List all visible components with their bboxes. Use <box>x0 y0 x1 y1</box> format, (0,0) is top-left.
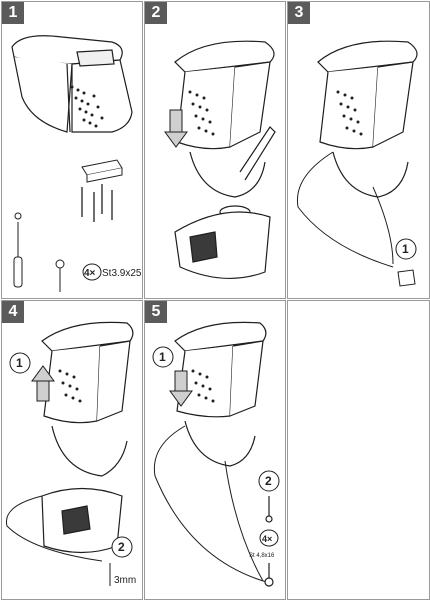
step-1-illustration: 4× St3.9x25 <box>11 35 142 292</box>
base-unit <box>41 487 123 554</box>
step-3-illustration: 1 <box>296 40 418 287</box>
down-arrow-icon <box>169 370 193 407</box>
step-5-substep-a: 1 <box>159 350 166 364</box>
pry-tool-icon <box>397 269 416 287</box>
step-3-badge: 3 <box>288 2 310 24</box>
step-4-substep-a: 1 <box>16 356 23 370</box>
armrest-assembly <box>174 321 267 467</box>
step-3-substep: 1 <box>402 242 409 256</box>
step-4-substep-b: 2 <box>118 540 125 554</box>
screws <box>81 184 113 222</box>
base-unit <box>174 126 276 279</box>
callout-lines <box>5 495 103 562</box>
quantity-badge <box>259 529 279 547</box>
step-5-illustration: 1 2 4× St 4,8x16 <box>152 321 280 587</box>
empty-panel <box>287 300 430 600</box>
quantity-badge <box>82 263 102 281</box>
up-arrow-icon <box>31 365 55 402</box>
perforated-cover <box>58 369 82 403</box>
step-5-panel: 5 1 2 <box>144 300 286 600</box>
step-5-screw-size: St 4,8x16 <box>249 553 275 559</box>
screwdriver-icon <box>13 212 23 288</box>
step-4-illustration: 1 2 3mm <box>5 321 136 586</box>
callout-lines <box>153 425 271 584</box>
step-1-quantity: 4× <box>84 268 96 279</box>
screw-icon <box>264 563 274 587</box>
perforated-cover <box>191 369 215 403</box>
step-5-badge: 5 <box>145 301 167 323</box>
step-4-panel: 4 1 <box>1 300 143 600</box>
step-1-panel: 1 <box>1 1 143 299</box>
step-4-drill-size: 3mm <box>114 575 136 586</box>
armrest-assembly <box>174 40 275 150</box>
substep-marker-b <box>111 536 133 558</box>
mounting-bracket <box>81 159 123 183</box>
step-3-panel: 3 1 <box>287 1 430 299</box>
substep-marker-b <box>258 470 280 492</box>
step-2-badge: 2 <box>145 2 167 24</box>
step-5-quantity: 4× <box>262 534 272 544</box>
armrest-assembly <box>41 321 134 477</box>
armrest-assembly <box>11 35 133 133</box>
step-1-screw-size: St3.9x25 <box>102 268 142 279</box>
step-1-badge: 1 <box>2 2 24 24</box>
perforated-cover <box>336 90 363 136</box>
callout-lines <box>296 151 394 268</box>
perforated-cover <box>188 90 215 136</box>
step-5-substep-b: 2 <box>265 474 272 488</box>
substep-marker-a <box>152 346 174 368</box>
substep-marker-a <box>9 352 31 374</box>
screw-icon <box>265 496 273 523</box>
substep-marker <box>395 238 417 260</box>
down-arrow-icon <box>164 109 188 148</box>
step-2-illustration <box>164 40 276 279</box>
step-4-badge: 4 <box>2 301 24 323</box>
screw-icon <box>55 259 65 292</box>
step-2-panel: 2 <box>144 1 286 299</box>
armrest-assembly <box>317 40 418 198</box>
perforated-cover <box>70 85 104 128</box>
